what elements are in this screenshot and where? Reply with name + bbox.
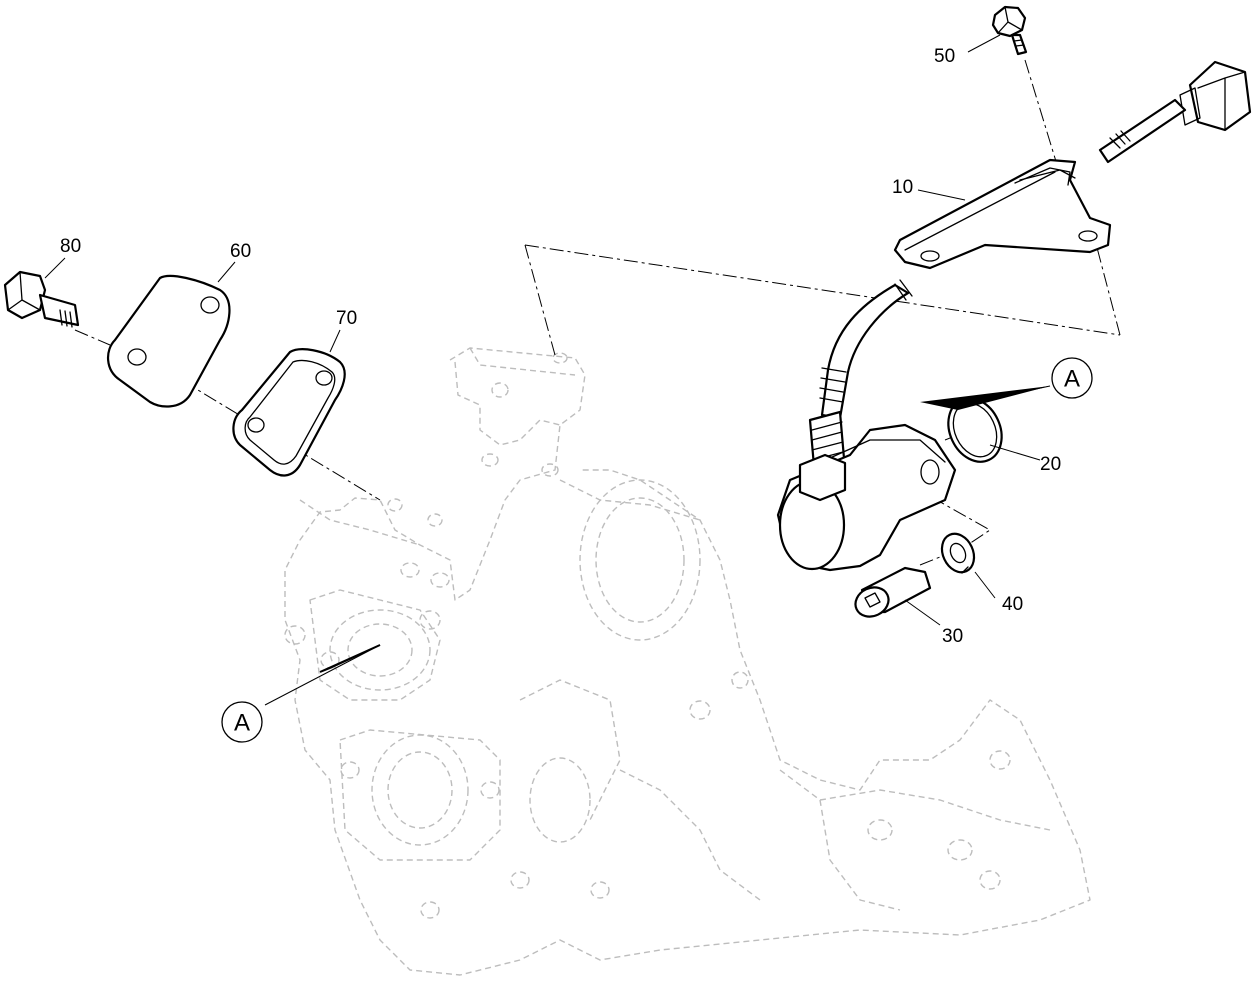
screw-30 xyxy=(854,566,932,618)
label-50: 50 xyxy=(934,46,955,67)
assembly-axis-lines xyxy=(74,59,1121,566)
cover-plate-60 xyxy=(107,274,231,408)
label-30: 30 xyxy=(942,626,963,647)
lock-washer-40 xyxy=(940,532,976,574)
label-60: 60 xyxy=(230,241,251,262)
part-number-labels: 50 10 20 40 30 80 60 70 xyxy=(60,46,1061,647)
label-20: 20 xyxy=(1040,454,1061,475)
label-70: 70 xyxy=(336,308,357,329)
label-40: 40 xyxy=(1002,594,1023,615)
label-80: 80 xyxy=(60,236,81,257)
sensor-assembly-10 xyxy=(776,60,1252,572)
gasket-70 xyxy=(232,348,346,477)
callout-a-bottom: A xyxy=(221,701,263,743)
label-leaders xyxy=(44,34,1041,626)
bolt-50 xyxy=(991,5,1028,56)
label-10: 10 xyxy=(892,177,913,198)
direction-arrows xyxy=(264,385,1051,706)
svg-text:A: A xyxy=(1064,366,1080,393)
ghosted-engine-housing xyxy=(284,347,1091,976)
bolt-80 xyxy=(3,270,80,328)
svg-text:A: A xyxy=(234,710,250,737)
callout-a-top: A xyxy=(1051,357,1093,399)
